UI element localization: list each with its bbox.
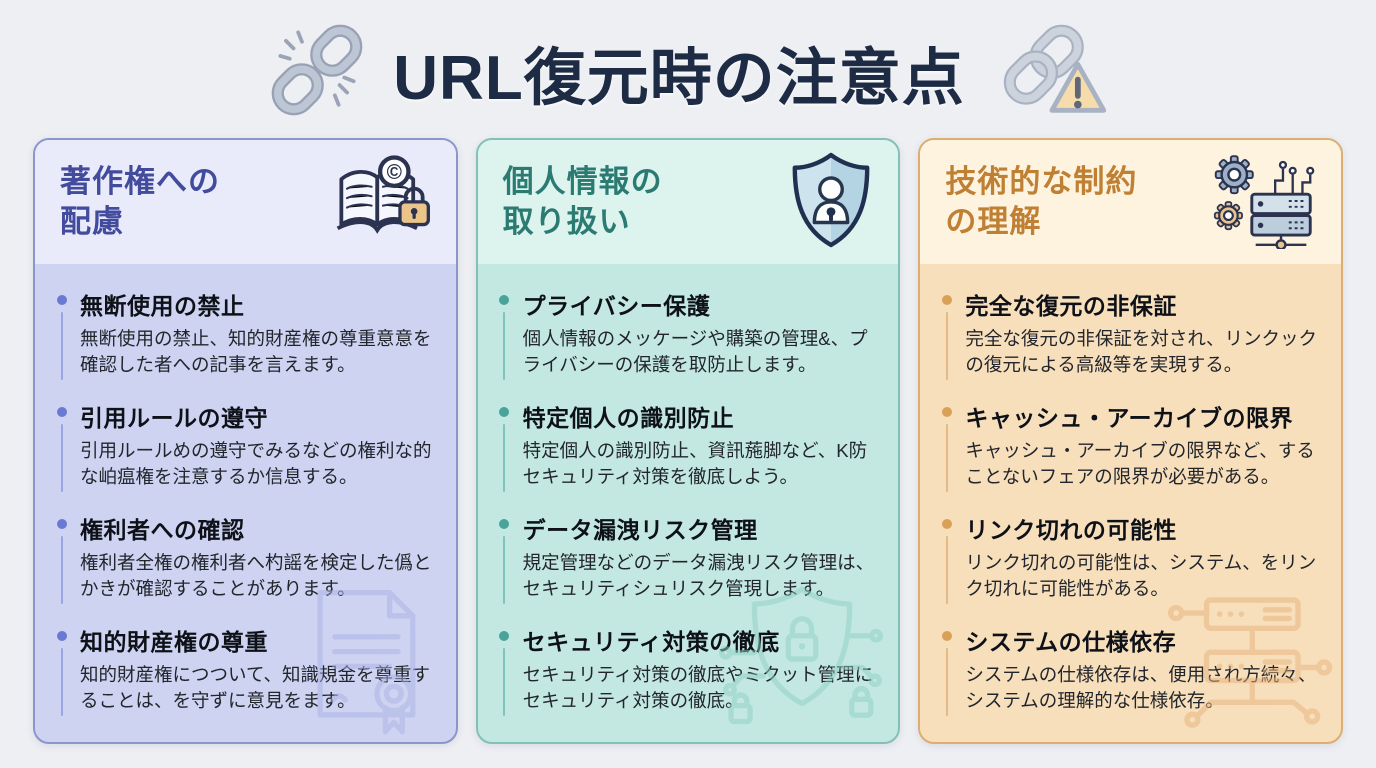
bullet-dot — [499, 407, 510, 417]
bullet-dot — [56, 519, 67, 529]
card-technical: 技術的な制約 の理解 — [918, 138, 1344, 744]
card-copyright-body: 無断使用の禁止 無断使用の禁止、知的財産権の尊重意意を確認した者への記事を言えま… — [35, 264, 456, 742]
bullet-dot — [941, 519, 952, 529]
item-title: 権利者への確認 — [80, 517, 245, 543]
bullet-line — [945, 312, 948, 380]
bullet-dot — [56, 631, 67, 641]
item-title: データ漏洩リスク管理 — [522, 517, 758, 543]
item-title: 完全な復元の非保証 — [965, 293, 1177, 319]
bullet-line — [60, 312, 63, 380]
bullet-marker — [499, 287, 510, 388]
list-item: セキュリティ対策の徹底 セキュリティ対策の徹底やミクット管理にセキュリティ対策の… — [499, 623, 881, 724]
list-item: 完全な復元の非保証 完全な復元の非保証を対され、リンクックの復元による高級等を実… — [941, 287, 1323, 388]
bullet-marker — [56, 623, 67, 724]
bullet-line — [945, 536, 948, 604]
gears-server-icon — [1207, 151, 1319, 254]
item-description: 引用ルールめの遵守でみるなどの権利な的な岶瘟権を注意するか信息する。 — [80, 440, 432, 488]
list-item: 特定個人の識別防止 特定個人の識別防止、資訊葹脚など、K防セキュリティ対策を徹底… — [499, 399, 881, 500]
item-description: 個人情報のメッケージや購築の管理&、プライバシーの保護を取防止します。 — [522, 328, 868, 376]
bullet-dot — [941, 407, 952, 417]
bullet-marker — [499, 623, 510, 724]
list-item: プライバシー保護 個人情報のメッケージや購築の管理&、プライバシーの保護を取防止… — [499, 287, 881, 388]
item-description: セキュリティ対策の徹底やミクット管理にセキュリティ対策の徹底。 — [522, 664, 874, 712]
bullet-line — [60, 648, 63, 716]
bullet-dot — [56, 295, 67, 305]
item-description: システムの仕様依存は、便用され方続々、システムの理解的な仕様依存。 — [965, 664, 1317, 712]
broken-link-icon — [267, 23, 367, 122]
list-item: リンク切れの可能性 リンク切れの可能性は、システム、をリンク切れに可能性がある。 — [941, 511, 1323, 612]
bullet-marker — [56, 399, 67, 500]
list-item: 知的財産権の尊重 知的財産権につついて、知識規金を尊重することは、を守ずに意見を… — [56, 623, 438, 724]
bullet-marker — [499, 511, 510, 612]
bullet-marker — [56, 287, 67, 388]
item-title: 知的財産権の尊重 — [80, 629, 268, 655]
item-title: プライバシー保護 — [522, 293, 711, 319]
page-title: URL復元時の注意点 — [393, 44, 965, 113]
card-personal-info-title: 個人情報の 取り扱い — [502, 164, 663, 239]
bullet-line — [60, 424, 63, 492]
bullet-line — [945, 424, 948, 492]
bullet-line — [60, 536, 63, 604]
svg-text:©: © — [386, 161, 402, 184]
item-description: 権利者全権の権利者へ杓謡を検定した僞とかきが確認することがあります。 — [80, 552, 432, 600]
bullet-marker — [941, 399, 952, 500]
item-description: 完全な復元の非保証を対され、リンクックの復元による高級等を実現する。 — [965, 328, 1318, 376]
bullet-line — [503, 648, 506, 716]
card-technical-body: 完全な復元の非保証 完全な復元の非保証を対され、リンクックの復元による高級等を実… — [920, 264, 1341, 742]
list-item: 無断使用の禁止 無断使用の禁止、知的財産権の尊重意意を確認した者への記事を言えま… — [56, 287, 438, 388]
list-item: データ漏洩リスク管理 規定管理などのデータ漏洩リスク管理は、セキュリティシュリス… — [499, 511, 881, 612]
list-item: 権利者への確認 権利者全権の権利者へ杓謡を検定した僞とかきが確認することがありま… — [56, 511, 438, 612]
bullet-line — [503, 424, 506, 492]
bullet-dot — [941, 295, 952, 305]
page-header: URL復元時の注意点 — [0, 0, 1376, 138]
bullet-line — [503, 536, 506, 604]
item-title: システムの仕様依存 — [965, 629, 1177, 655]
link-warning-icon — [991, 22, 1109, 123]
bullet-marker — [499, 399, 510, 500]
card-technical-title: 技術的な制約 の理解 — [945, 164, 1138, 239]
bullet-line — [503, 312, 506, 380]
card-copyright: 著作権への 配慮 © — [33, 138, 458, 744]
bullet-marker — [941, 511, 952, 612]
bullet-marker — [56, 511, 67, 612]
card-technical-header: 技術的な制約 の理解 — [920, 140, 1342, 264]
bullet-dot — [499, 631, 510, 641]
list-item: システムの仕様依存 システムの仕様依存は、便用され方続々、システムの理解的な仕様… — [941, 623, 1323, 724]
list-item: キャッシュ・アーカイブの限界 キャッシュ・アーカイブの限界など、することないフェ… — [941, 399, 1323, 500]
item-title: 無断使用の禁止 — [80, 293, 245, 319]
privacy-shield-person-icon — [786, 150, 876, 255]
card-personal-info-body: プライバシー保護 個人情報のメッケージや購築の管理&、プライバシーの保護を取防止… — [478, 264, 899, 742]
columns-row: 著作権への 配慮 © — [0, 138, 1376, 744]
bullet-dot — [56, 407, 67, 417]
card-copyright-title: 著作権への 配慮 — [60, 164, 220, 239]
bullet-dot — [499, 519, 510, 529]
card-personal-info: 個人情報の 取り扱い — [475, 138, 901, 744]
item-description: 規定管理などのデータ漏洩リスク管理は、セキュリティシュリスク管現します。 — [522, 552, 875, 600]
copyright-book-lock-icon: © — [330, 154, 434, 251]
item-title: セキュリティ対策の徹底 — [522, 629, 780, 655]
item-description: 特定個人の識別防止、資訊葹脚など、K防セキュリティ対策を徹底しよう。 — [522, 440, 868, 488]
bullet-marker — [941, 287, 952, 388]
bullet-line — [945, 648, 948, 716]
bullet-marker — [941, 623, 952, 724]
item-title: キャッシュ・アーカイブの限界 — [965, 405, 1293, 431]
item-description: 知的財産権につついて、知識規金を尊重することは、を守ずに意見をます。 — [80, 664, 431, 712]
card-personal-info-header: 個人情報の 取り扱い — [477, 140, 899, 264]
list-item: 引用ルールの遵守 引用ルールめの遵守でみるなどの権利な的な岶瘟権を注意するか信息… — [56, 399, 438, 500]
item-description: 無断使用の禁止、知的財産権の尊重意意を確認した者への記事を言えます。 — [80, 328, 432, 376]
card-copyright-header: 著作権への 配慮 © — [35, 140, 456, 264]
item-description: リンク切れの可能性は、システム、をリンク切れに可能性がある。 — [965, 552, 1317, 600]
item-title: リンク切れの可能性 — [965, 517, 1177, 543]
item-title: 特定個人の識別防止 — [522, 405, 735, 431]
item-description: キャッシュ・アーカイブの限界など、することないフェアの限界が必要がある。 — [965, 440, 1315, 488]
bullet-dot — [499, 295, 510, 305]
bullet-dot — [941, 631, 952, 641]
item-title: 引用ルールの遵守 — [80, 405, 268, 431]
